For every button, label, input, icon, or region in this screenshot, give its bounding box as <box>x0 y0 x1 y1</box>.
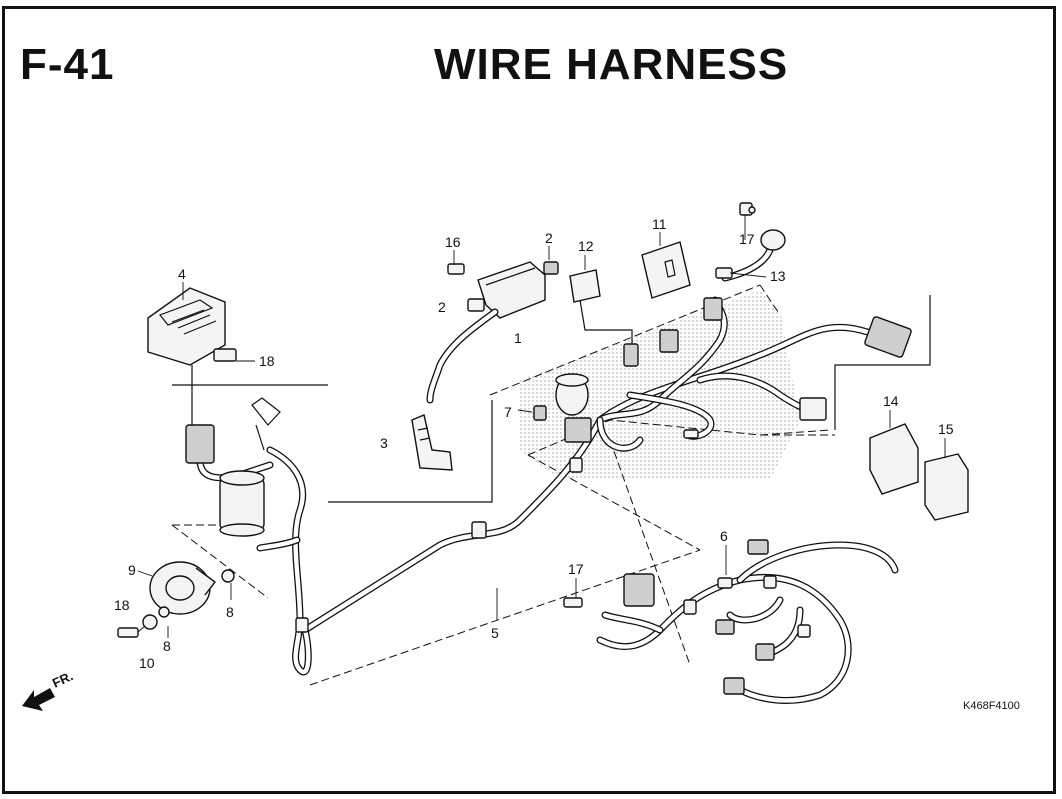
callout-numbers: 4 18 16 2 2 1 12 11 17 13 3 7 14 15 6 17… <box>114 216 954 671</box>
horn <box>149 561 235 615</box>
callout-8-bottom: 8 <box>163 638 171 654</box>
drawing-code: K468F4100 <box>963 700 1020 712</box>
module-14 <box>869 423 919 495</box>
solid-guides <box>172 295 931 503</box>
fr-label: FR. <box>50 668 75 690</box>
callout-5: 5 <box>491 625 499 641</box>
callout-14: 14 <box>883 393 899 409</box>
callout-15: 15 <box>938 421 954 437</box>
callout-2-top: 2 <box>545 230 553 246</box>
callout-9: 9 <box>128 562 136 578</box>
callout-10: 10 <box>139 655 155 671</box>
fasteners <box>117 206 756 638</box>
regulator-rectifier <box>147 287 237 366</box>
callout-18-bottom: 18 <box>114 597 130 613</box>
clip-7 <box>533 405 547 421</box>
sheet-code: F-41 <box>20 40 115 89</box>
turn-signal-relay <box>555 373 589 416</box>
ignition-coil <box>426 261 559 404</box>
callout-16: 16 <box>445 234 461 250</box>
callout-4: 4 <box>178 266 186 282</box>
callout-17-top: 17 <box>739 231 755 247</box>
spark-plug-cap <box>411 414 453 471</box>
callout-3: 3 <box>380 435 388 451</box>
callout-1: 1 <box>514 330 522 346</box>
callout-8-right: 8 <box>226 604 234 620</box>
leader-lines <box>137 215 946 638</box>
capacitor-unit <box>185 397 301 552</box>
main-harness <box>266 296 912 676</box>
callout-6: 6 <box>720 528 728 544</box>
ecm-unit <box>641 241 691 299</box>
module-15 <box>924 453 969 521</box>
sub-harness <box>596 539 899 704</box>
front-direction-arrow: FR. <box>22 668 75 711</box>
callout-17-bottom: 17 <box>568 561 584 577</box>
relay-12 <box>569 269 601 303</box>
callout-2-left: 2 <box>438 299 446 315</box>
sensor-13 <box>715 202 786 282</box>
sheet-title: WIRE HARNESS <box>434 40 789 89</box>
callout-7: 7 <box>504 404 512 420</box>
callout-11: 11 <box>652 216 667 232</box>
callout-18-top: 18 <box>259 353 275 369</box>
callout-13: 13 <box>770 268 786 284</box>
callout-12: 12 <box>578 238 594 254</box>
